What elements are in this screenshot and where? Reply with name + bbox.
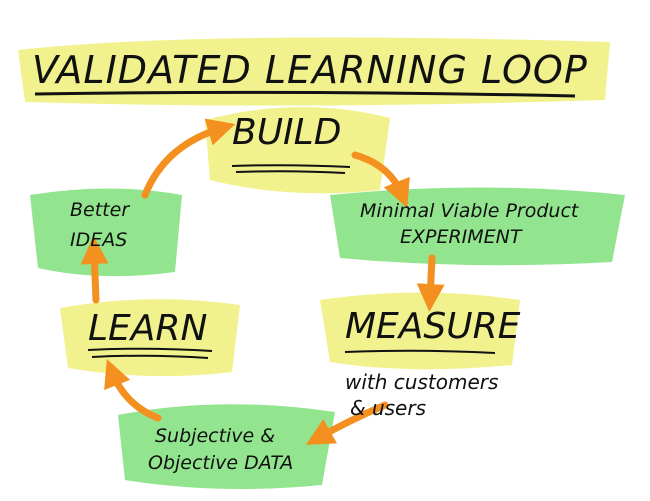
build-label: BUILD: [232, 112, 342, 153]
data-highlight: [118, 404, 335, 489]
arrow-data-to-learn: [104, 358, 162, 422]
build-underline: [231, 164, 351, 174]
arrow-learn-to-ideas: [80, 236, 109, 304]
ideas-highlight: [30, 188, 182, 277]
diagram-title: VALIDATED LEARNING LOOP: [32, 48, 588, 92]
arrow-measure-to-data: [305, 401, 389, 445]
arrow-ideas-to-build: [141, 118, 236, 199]
measure-note-line1: with customers: [345, 370, 499, 394]
measure-note-line2: & users: [350, 396, 426, 420]
arrow-mvp-to-measure: [416, 254, 445, 312]
measure-highlight: [320, 292, 520, 370]
title-highlight: [18, 37, 610, 106]
title-underline: [34, 90, 576, 98]
mvp-label-line1: Minimal Viable Product: [360, 200, 579, 222]
mvp-label-line2: EXPERIMENT: [400, 226, 522, 248]
arrow-build-to-mvp: [351, 151, 410, 208]
data-label-line2: Objective DATA: [148, 452, 294, 474]
learn-underline: [87, 347, 213, 359]
ideas-label-line1: Better: [70, 199, 130, 221]
ideas-label-line2: IDEAS: [70, 229, 128, 251]
measure-label: MEASURE: [345, 306, 521, 347]
measure-underline: [344, 349, 496, 354]
learn-label: LEARN: [88, 308, 208, 349]
data-label-line1: Subjective &: [155, 425, 276, 447]
